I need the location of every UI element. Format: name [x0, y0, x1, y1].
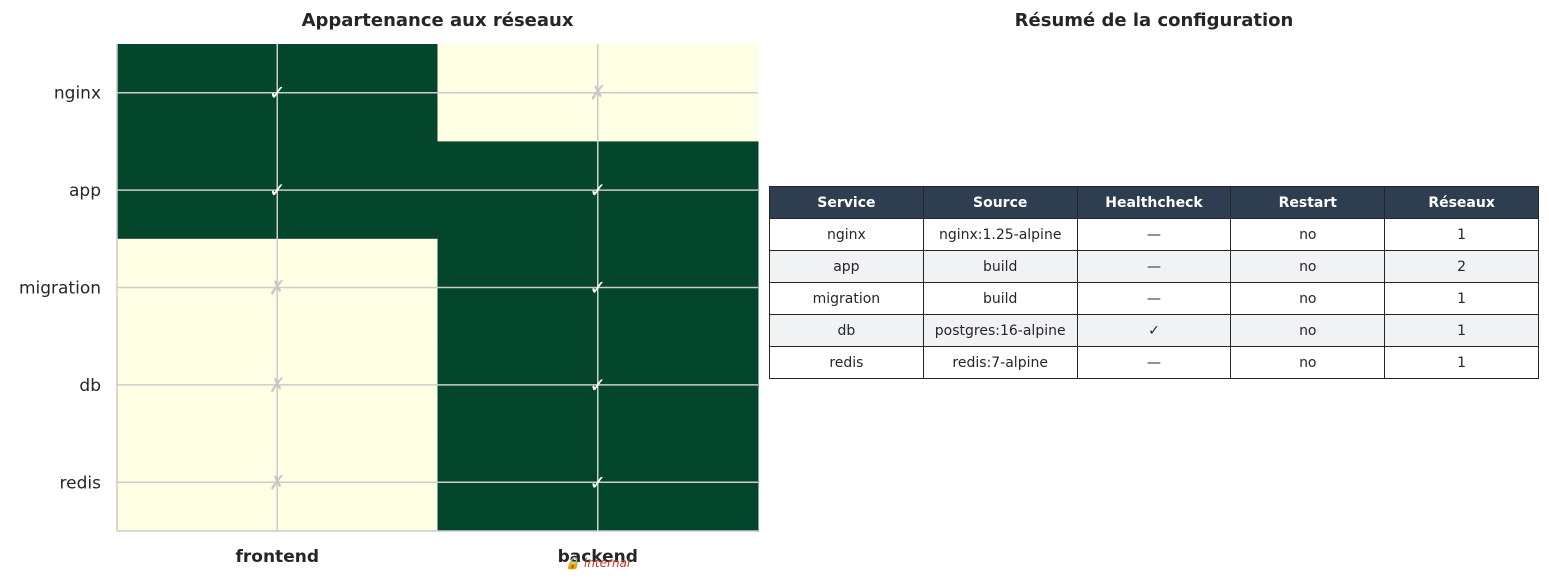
internal-network-note: 🔒 internal: [565, 556, 631, 570]
member-check-mark: ✓: [589, 178, 606, 202]
table-cell: ✓: [1076, 314, 1232, 347]
table-cell: 1: [1384, 314, 1539, 347]
member-check-mark: ✓: [589, 373, 606, 397]
table-row: nginx nginx:1.25-alpine — no 1: [769, 218, 1539, 251]
table-cell: build: [922, 250, 1078, 283]
table-cell: 1: [1384, 282, 1539, 315]
non-member-cross-mark: ✗: [269, 470, 286, 494]
table-cell: —: [1076, 218, 1232, 251]
non-member-cross-mark: ✗: [269, 276, 286, 300]
table-row: app build — no 2: [769, 250, 1539, 283]
table-cell: 2: [1384, 250, 1539, 283]
table-cell: no: [1230, 346, 1386, 379]
member-check-mark: ✓: [269, 178, 286, 202]
table-cell: —: [1076, 282, 1232, 315]
table-header-row: Service Source Healthcheck Restart Résea…: [769, 186, 1539, 219]
table-title: Résumé de la configuration: [1014, 10, 1294, 31]
y-tick-label: migration: [19, 279, 101, 299]
table-cell: —: [1076, 250, 1232, 283]
table-cell: no: [1230, 282, 1386, 315]
y-tick-label: db: [79, 376, 101, 396]
table-cell: 1: [1384, 218, 1539, 251]
y-tick-label: redis: [60, 473, 102, 493]
member-check-mark: ✓: [589, 470, 606, 494]
member-check-mark: ✓: [589, 276, 606, 300]
table-cell: nginx:1.25-alpine: [922, 218, 1078, 251]
y-tick-label: app: [69, 181, 101, 201]
table-cell: postgres:16-alpine: [922, 314, 1078, 347]
table-cell: redis: [769, 346, 924, 379]
y-tick-label: nginx: [54, 84, 101, 104]
x-tick-label: backend: [558, 547, 638, 567]
table-cell: redis:7-alpine: [922, 346, 1078, 379]
table-cell: build: [922, 282, 1078, 315]
column-header: Source: [922, 186, 1078, 219]
table-cell: 1: [1384, 346, 1539, 379]
table-row: migration build — no 1: [769, 282, 1539, 315]
column-header: Restart: [1230, 186, 1386, 219]
table-cell: no: [1230, 250, 1386, 283]
table-row: db postgres:16-alpine ✓ no 1: [769, 314, 1539, 347]
table-cell: —: [1076, 346, 1232, 379]
table-cell: app: [769, 250, 924, 283]
table-row: redis redis:7-alpine — no 1: [769, 346, 1539, 379]
x-tick-label: frontend: [236, 547, 320, 567]
non-member-cross-mark: ✗: [269, 373, 286, 397]
heatmap-title: Appartenance aux réseaux: [301, 10, 574, 31]
table-cell: nginx: [769, 218, 924, 251]
column-header: Service: [769, 186, 924, 219]
table-cell: no: [1230, 218, 1386, 251]
non-member-cross-mark: ✗: [589, 81, 606, 105]
configuration-summary-table: Service Source Healthcheck Restart Résea…: [769, 186, 1539, 379]
table-cell: migration: [769, 282, 924, 315]
column-header: Réseaux: [1384, 186, 1539, 219]
column-header: Healthcheck: [1076, 186, 1232, 219]
network-membership-heatmap: ✓ ✗ ✓ ✓ ✗ ✓ ✗ ✓ ✗ ✓ nginx app migration db redis fronte…: [19, 44, 759, 570]
member-check-mark: ✓: [269, 81, 286, 105]
table-cell: db: [769, 314, 924, 347]
table-cell: no: [1230, 314, 1386, 347]
